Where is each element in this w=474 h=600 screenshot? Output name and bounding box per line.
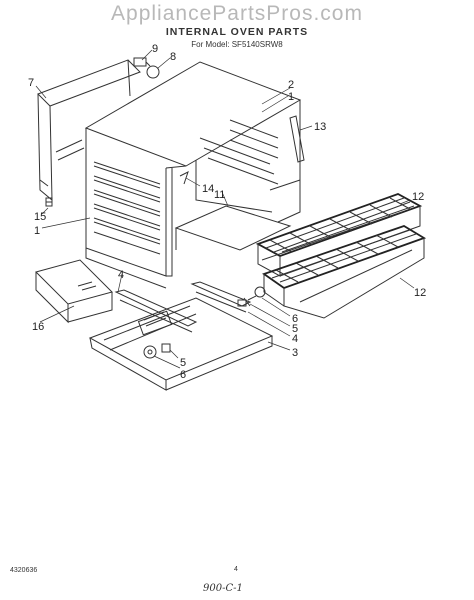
oven-light-assembly: [133, 57, 160, 79]
footer-part-number: 4320636: [10, 567, 38, 574]
callout-7: 7: [28, 77, 34, 89]
callout-labels: 7 9 8 2 1 13 14 11 15 1 12 12 4 16 6 5 4…: [28, 43, 426, 381]
callout-6-right: 6: [292, 313, 298, 325]
footer-page-number: 4: [234, 566, 238, 573]
callout-5-bottom: 5: [180, 357, 186, 369]
oven-bottom-assembly: [88, 281, 274, 391]
callout-12-lower: 12: [414, 287, 426, 299]
callout-1-left: 1: [34, 225, 40, 237]
callout-8: 8: [170, 51, 176, 63]
callout-2: 2: [288, 79, 294, 91]
callout-16: 16: [32, 321, 44, 333]
callout-14: 14: [202, 183, 214, 195]
callout-4-right: 4: [292, 333, 298, 345]
callout-15: 15: [34, 211, 46, 223]
leader-lines: [35, 49, 415, 369]
model-line: For Model: SF5140SRW8: [191, 40, 283, 49]
callout-13: 13: [314, 121, 326, 133]
callout-4-left: 4: [118, 269, 124, 281]
callout-12-upper: 12: [412, 191, 424, 203]
callout-11: 11: [214, 189, 225, 201]
diagram-title: INTERNAL OVEN PARTS: [165, 26, 309, 38]
callout-9: 9: [152, 43, 158, 55]
footer-handwritten-note: 900-C-1: [203, 583, 243, 594]
front-kick-panel: [35, 259, 113, 324]
callout-6-bottom: 6: [180, 369, 186, 381]
screw: [45, 197, 53, 207]
side-trim-strip: [289, 115, 305, 163]
callout-5-right: 5: [292, 323, 298, 335]
top-frame-panel: [37, 59, 141, 202]
callout-1-top: 1: [288, 91, 294, 103]
watermark: AppliancePartsPros.com: [111, 2, 363, 25]
oven-rack-lower: [262, 225, 427, 319]
oven-liner: [84, 61, 302, 289]
callout-3: 3: [292, 347, 298, 359]
